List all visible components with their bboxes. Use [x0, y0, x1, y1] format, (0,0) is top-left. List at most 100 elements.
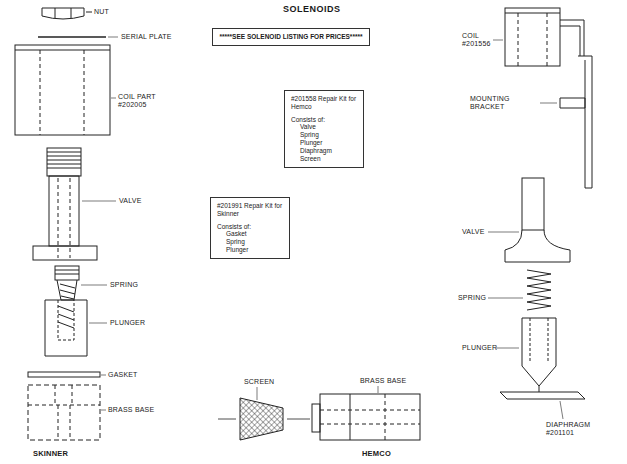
valve [33, 148, 116, 260]
plunger [496, 318, 556, 386]
part-label: MOUNTING BRACKET [470, 95, 538, 111]
diaphragm-part [560, 401, 563, 419]
brass-base [28, 385, 106, 440]
valve-part [47, 164, 81, 165]
plunger-part [496, 348, 519, 349]
part-label: VALVE [462, 228, 485, 236]
coil [15, 45, 116, 135]
coil-part [493, 40, 503, 41]
screen-part [240, 398, 283, 440]
part-label: PLUNGER [110, 319, 145, 327]
plunger-part [45, 300, 87, 356]
mounting-bracket-part [578, 56, 592, 188]
mounting-bracket-part [560, 98, 585, 108]
hemco-brass-base-part [312, 404, 320, 432]
plunger-part [58, 300, 74, 340]
spring-part [81, 285, 107, 286]
spring-part [60, 284, 75, 299]
diagram-title: SOLENOIDS [283, 4, 341, 14]
hemco-brass-base-part [378, 386, 379, 393]
screen-part [287, 419, 310, 420]
plunger [45, 300, 107, 356]
valve-part [47, 156, 81, 157]
hemco-brass-base-part [320, 424, 420, 425]
valve-part [488, 232, 519, 233]
gasket-part [101, 375, 106, 376]
part-label: SERIAL PLATE [121, 33, 172, 41]
part-label: HEMCO [362, 450, 391, 459]
part-label: PLUNGER [462, 344, 497, 352]
diaphragm-part [500, 392, 585, 399]
hemco-brass-base-part [385, 394, 386, 440]
kit-subheading: Consists of: [217, 223, 283, 231]
brass-base-part [58, 405, 59, 440]
gasket [28, 372, 106, 377]
valve-part [49, 176, 79, 246]
coil-part [547, 13, 548, 66]
plunger-part [522, 318, 556, 386]
hemco-brass-base-part [320, 410, 420, 411]
spring-part [55, 270, 79, 271]
nut-part [42, 8, 84, 19]
spring-part [527, 270, 551, 310]
nut-part [86, 12, 92, 13]
valve-part [522, 178, 544, 230]
plunger-part [89, 323, 107, 324]
kit-heading: #201991 Repair Kit for Skinner [217, 202, 283, 218]
screen [218, 387, 310, 440]
nut [42, 8, 92, 19]
part-label: SCREEN [244, 378, 274, 386]
plunger-part [530, 318, 531, 362]
coil-part [15, 45, 110, 135]
part-label: VALVE [119, 197, 142, 205]
nut-part [71, 8, 72, 18]
hemco-brass-base-part [350, 394, 351, 440]
kit-subheading: Consists of: [291, 116, 357, 124]
spring-part [55, 266, 79, 280]
coil [493, 8, 584, 66]
brass-base-part [101, 410, 106, 411]
part-label: NUT [94, 8, 109, 16]
brass-base-part [28, 405, 100, 406]
valve-part [47, 168, 81, 169]
coil-part [84, 50, 85, 135]
coil-part [15, 50, 110, 51]
part-label: DIAPHRAGM #201101 [546, 421, 590, 437]
valve-part [47, 160, 81, 161]
coil-part [40, 50, 41, 135]
kit-item: Plunger [217, 246, 283, 254]
plunger-part [58, 306, 74, 328]
spring-part [57, 280, 77, 300]
mounting-bracket [540, 56, 592, 188]
spring-part [488, 298, 523, 299]
mounting-bracket-part [540, 103, 557, 104]
hemco-brass-base-part [320, 394, 420, 440]
hemco-brass-base [312, 386, 420, 440]
kit-heading: *****SEE SOLENOID LISTING FOR PRICES****… [219, 33, 363, 41]
kit-item: Gasket [217, 230, 283, 238]
coil-part [560, 20, 584, 56]
part-label: COIL PART #202005 [118, 93, 168, 109]
kit-item: Diaphragm [291, 147, 357, 155]
kit-item: Spring [217, 238, 283, 246]
part-label: SPRING [458, 294, 486, 302]
valve-part [47, 148, 81, 176]
coil-part [111, 98, 116, 99]
screen-part [257, 387, 258, 400]
valve-part [33, 246, 97, 260]
valve-part [70, 178, 71, 258]
repair-kit-box: #201558 Repair Kit for HemcoConsists of:… [284, 90, 364, 168]
part-label: GASKET [108, 371, 138, 379]
kit-item: Spring [291, 131, 357, 139]
kit-item: Valve [291, 123, 357, 131]
spring [55, 266, 107, 300]
part-label: SPRING [110, 281, 138, 289]
price-note-box: *****SEE SOLENOID LISTING FOR PRICES****… [212, 28, 370, 46]
kit-item: Plunger [291, 139, 357, 147]
serial-plate [38, 37, 118, 38]
coil-part [505, 13, 560, 14]
serial-plate-part [38, 36, 106, 37]
gasket-part [28, 372, 100, 377]
